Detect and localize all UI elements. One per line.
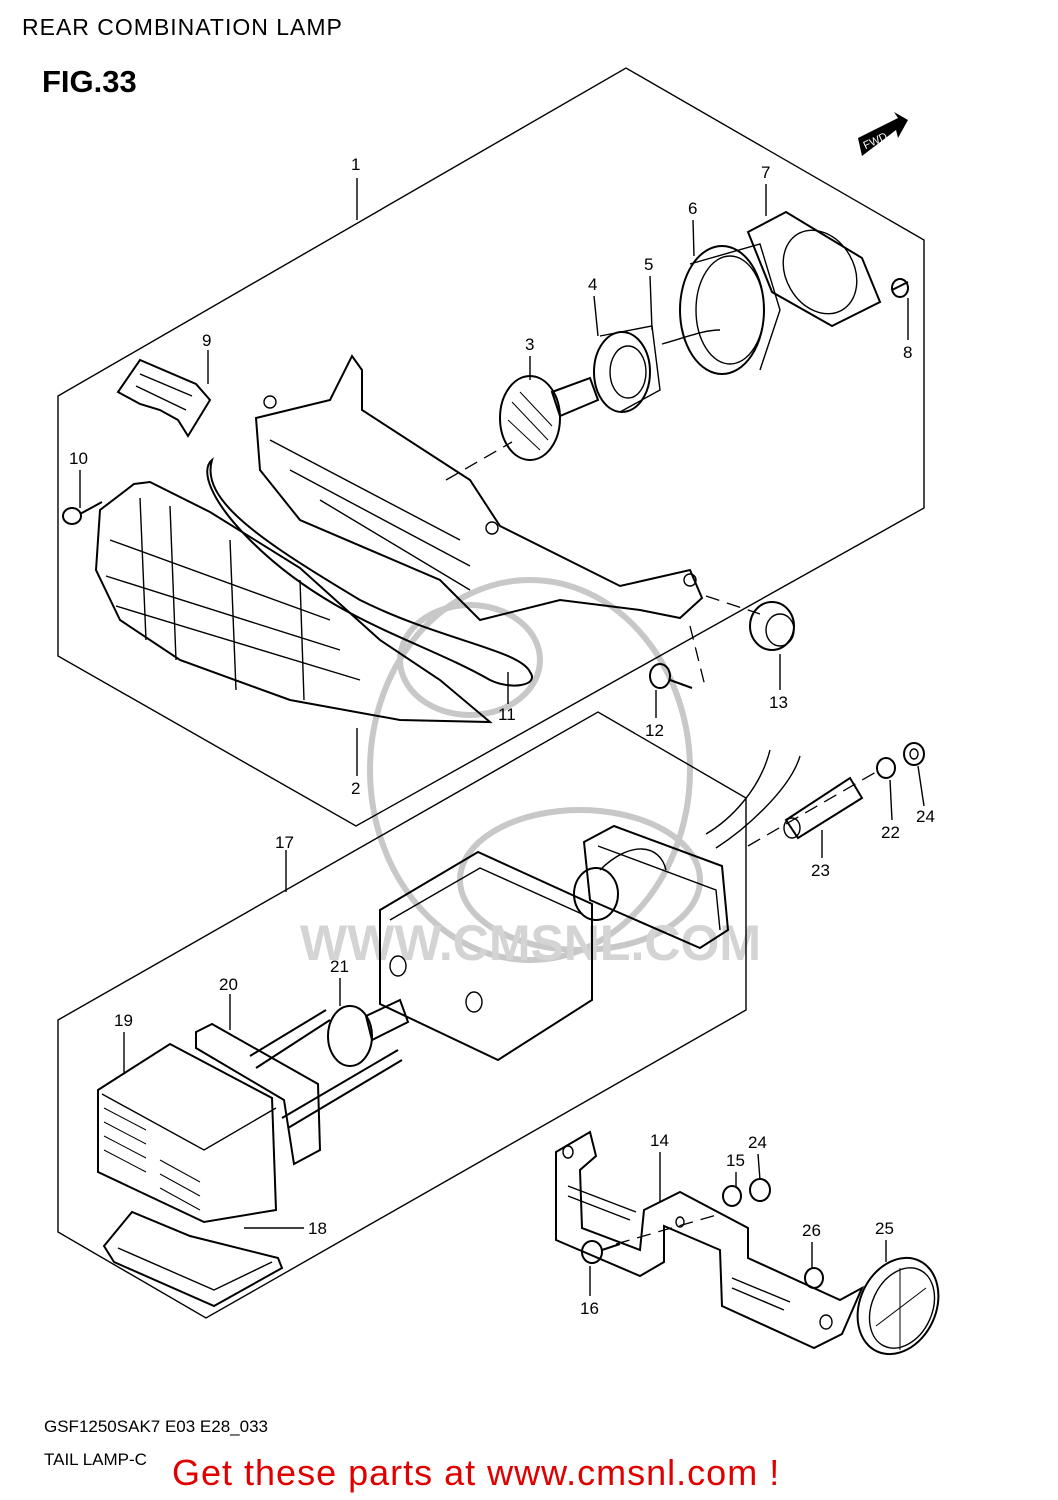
- callout-4: 4: [588, 275, 597, 294]
- callout-17: 17: [275, 833, 294, 852]
- callout-24-lower: 24: [748, 1133, 767, 1152]
- callout-10: 10: [69, 449, 88, 468]
- part-17-tail-lamp-body: [379, 749, 801, 1062]
- part-2-lens: [94, 480, 493, 724]
- callout-2: 2: [351, 779, 360, 798]
- leader-lines: [79, 178, 925, 1296]
- callout-9: 9: [202, 331, 211, 350]
- part-6-socket-ring: [679, 243, 781, 375]
- callout-18: 18: [308, 1219, 327, 1238]
- callout-23: 23: [811, 861, 830, 880]
- part-26-nut: [804, 1267, 824, 1289]
- part-23-spacer: [783, 776, 864, 840]
- model-code: GSF1250SAK7 E03 E28_033: [44, 1417, 268, 1436]
- part-7-gasket: [746, 210, 882, 328]
- mounting-stud: [249, 1009, 331, 1069]
- figure-name: TAIL LAMP-C: [44, 1450, 147, 1469]
- callout-19: 19: [114, 1011, 133, 1030]
- part-1-lamp-housing: [254, 354, 704, 622]
- callout-6: 6: [688, 199, 697, 218]
- guide-line: [705, 595, 761, 615]
- callout-numbers: 1 2 3 4 5 6 7 8 9 10 11 12 13 14 15 16 1…: [69, 155, 935, 1318]
- part-15-washer: [722, 1185, 742, 1207]
- callout-22: 22: [881, 823, 900, 842]
- part-11-cushion: [206, 457, 533, 687]
- part-9-clip: [116, 358, 212, 438]
- callout-11: 11: [498, 705, 516, 724]
- callout-21: 21: [330, 957, 349, 976]
- promo-link[interactable]: Get these parts at www.cmsnl.com !: [172, 1452, 781, 1493]
- guide-line: [445, 441, 513, 481]
- part-14-bracket: [555, 1130, 865, 1350]
- part-18-reflector: [102, 1210, 284, 1308]
- part-20-gasket: [195, 1022, 322, 1166]
- assembly-outline-lower: [57, 711, 747, 1319]
- part-25-reflector: [856, 1256, 940, 1356]
- part-24-nut: [903, 742, 925, 766]
- assembly-outline-upper: [57, 67, 925, 827]
- part-3-bulb: [499, 375, 600, 461]
- svg-text:FWD: FWD: [862, 131, 890, 152]
- figure-number: FIG.33: [42, 64, 137, 99]
- page-title: REAR COMBINATION LAMP: [22, 14, 343, 40]
- guide-line: [689, 625, 707, 691]
- guide-line: [747, 771, 877, 847]
- callout-1: 1: [351, 155, 360, 174]
- callout-16: 16: [580, 1299, 599, 1318]
- callout-12: 12: [645, 721, 664, 740]
- callout-3: 3: [525, 335, 534, 354]
- part-8-screw: [891, 278, 909, 298]
- watermark-text: WWW.CMSNL.COM: [300, 915, 761, 971]
- callout-14: 14: [650, 1131, 669, 1150]
- callout-5: 5: [644, 255, 653, 274]
- callout-13: 13: [769, 693, 788, 712]
- part-13-grommet: [749, 601, 795, 651]
- watermark: WWW.CMSNL.COM: [300, 577, 761, 971]
- fwd-arrow-icon: FWD: [858, 112, 908, 156]
- callout-20: 20: [219, 975, 238, 994]
- callout-8: 8: [903, 343, 912, 362]
- callout-24-upper: 24: [916, 807, 935, 826]
- part-21-bulb: [327, 998, 410, 1067]
- guide-line: [615, 1213, 721, 1245]
- callout-25: 25: [875, 1219, 894, 1238]
- callout-7: 7: [761, 163, 770, 182]
- mounting-stud: [281, 1049, 403, 1129]
- part-12-screw: [649, 663, 693, 689]
- part-19-tail-lens: [97, 1042, 278, 1224]
- callout-15: 15: [726, 1151, 745, 1170]
- part-16-screw: [581, 1240, 621, 1264]
- part-4-5-bulb-socket: [593, 325, 721, 413]
- part-10-screw: [62, 501, 103, 525]
- callout-26: 26: [802, 1221, 821, 1240]
- part-22-washer: [876, 757, 896, 779]
- part-24-nut-lower: [749, 1178, 771, 1202]
